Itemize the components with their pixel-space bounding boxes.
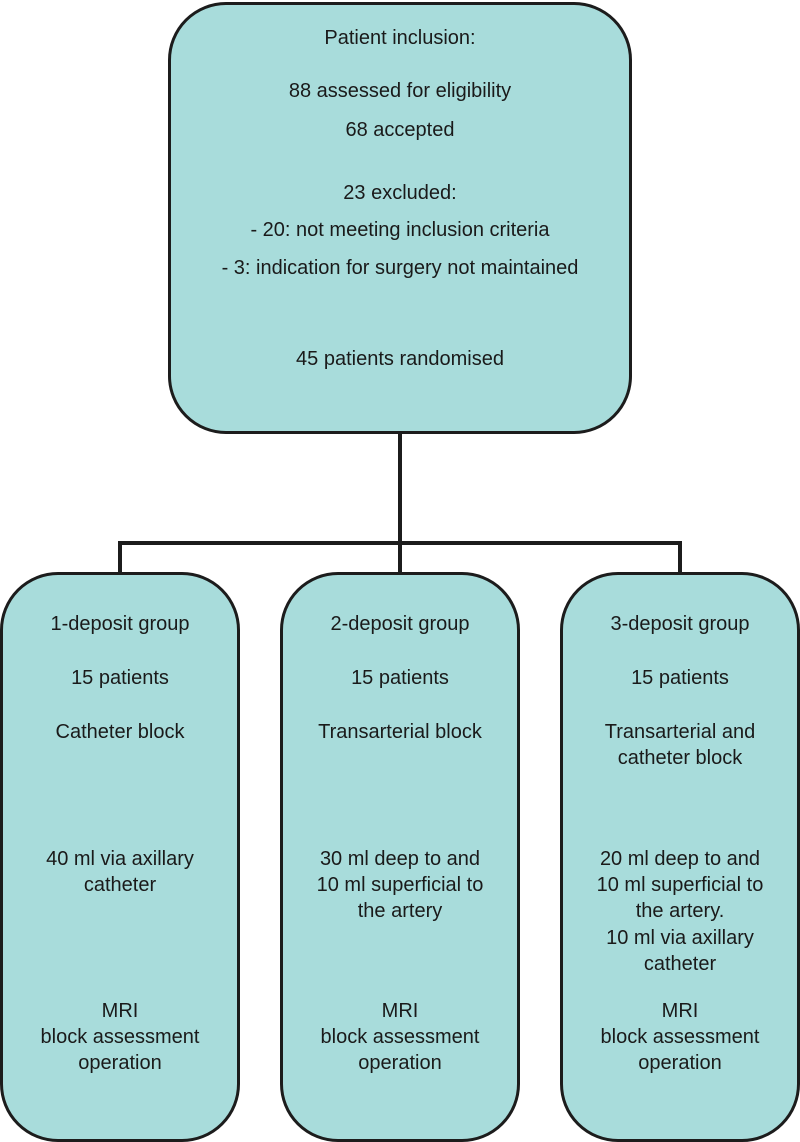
dose-line: 40 ml via axillary [46, 848, 194, 870]
block-type-line: Transarterial block [318, 721, 482, 743]
block-type-line: Catheter block [55, 721, 185, 743]
group-name: 3-deposit group [610, 613, 750, 635]
group-box-1-deposit: 1-deposit group 15 patients Catheter blo… [0, 572, 240, 1142]
group-box-2-deposit: 2-deposit group 15 patients Transarteria… [280, 572, 520, 1142]
connector-branch-1 [118, 541, 122, 574]
block-type-line: Transarterial and [604, 721, 756, 743]
procedure-line: operation [358, 1052, 442, 1074]
inclusion-title: Patient inclusion: [324, 27, 476, 49]
dose-line: 10 ml superficial to [596, 874, 764, 896]
dose-line: 10 ml superficial to [316, 874, 484, 896]
dose-line: 30 ml deep to and [319, 848, 481, 870]
group-name: 1-deposit group [50, 613, 190, 635]
group-box-3-deposit: 3-deposit group 15 patients Transarteria… [560, 572, 800, 1142]
procedure-line: operation [638, 1052, 722, 1074]
procedure-line: block assessment [320, 1026, 480, 1048]
procedure-line: MRI [101, 1000, 139, 1022]
dose-line: catheter [83, 874, 157, 896]
dose-line: catheter [643, 953, 717, 975]
procedure-line: block assessment [600, 1026, 760, 1048]
block-type-line: catheter block [617, 747, 743, 769]
dose-line: 20 ml deep to and [599, 848, 761, 870]
accepted-count: 68 accepted [345, 119, 455, 141]
patient-inclusion-box: Patient inclusion: 88 assessed for eligi… [168, 2, 632, 434]
assessed-count: 88 assessed for eligibility [288, 80, 512, 102]
connector-branch-3 [678, 541, 682, 574]
connector-branch-2 [398, 541, 402, 574]
procedure-line: operation [78, 1052, 162, 1074]
randomised-count: 45 patients randomised [296, 348, 504, 370]
dose-line: the artery [357, 900, 443, 922]
excluded-count: 23 excluded: [343, 182, 457, 204]
group-name: 2-deposit group [330, 613, 470, 635]
dose-line: the artery. [635, 900, 725, 922]
connector-trunk [398, 432, 402, 544]
group-patients: 15 patients [351, 667, 449, 689]
group-patients: 15 patients [631, 667, 729, 689]
dose-line: 10 ml via axillary [606, 927, 754, 949]
excluded-reason: - 3: indication for surgery not maintain… [221, 257, 579, 279]
procedure-line: MRI [661, 1000, 699, 1022]
procedure-line: MRI [381, 1000, 419, 1022]
excluded-reason: - 20: not meeting inclusion criteria [250, 219, 550, 241]
procedure-line: block assessment [40, 1026, 200, 1048]
group-patients: 15 patients [71, 667, 169, 689]
